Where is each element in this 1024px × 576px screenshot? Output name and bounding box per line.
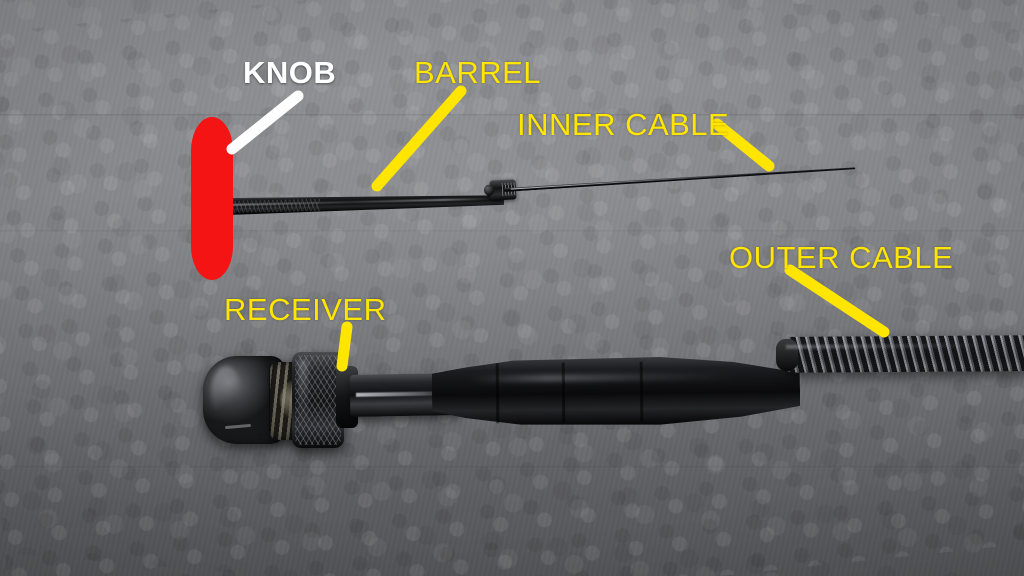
- ferrule-nub: [483, 184, 495, 196]
- label-receiver: RECEIVER: [224, 292, 387, 327]
- background-seam: [0, 466, 1024, 469]
- knurl-highlight: [298, 360, 308, 430]
- barrel-texture: [229, 198, 321, 213]
- label-knob: KNOB: [243, 55, 337, 90]
- label-barrel: BARREL: [414, 55, 542, 90]
- receiver-cap-highlight: [211, 366, 241, 420]
- boot-crease: [639, 361, 644, 422]
- knurl-texture: [295, 355, 341, 445]
- label-outer-cable: OUTER CABLE: [729, 240, 954, 275]
- boot-body: [432, 354, 801, 430]
- boot-crease: [495, 363, 500, 424]
- outer-cable-part: [775, 335, 1024, 373]
- outer-cable-end-cap: [775, 338, 799, 371]
- background-seam: [0, 114, 1024, 117]
- outer-cable-highlight: [785, 343, 1024, 349]
- receiver-cap-marking: [224, 423, 252, 430]
- rubber-boot-part: [432, 354, 801, 430]
- knurled-lock-nut-part: [292, 352, 344, 448]
- knob-red-marker: [191, 117, 233, 280]
- label-inner-cable: INNER CABLE: [517, 107, 730, 142]
- boot-crease: [561, 362, 566, 423]
- background-seam: [0, 230, 1024, 233]
